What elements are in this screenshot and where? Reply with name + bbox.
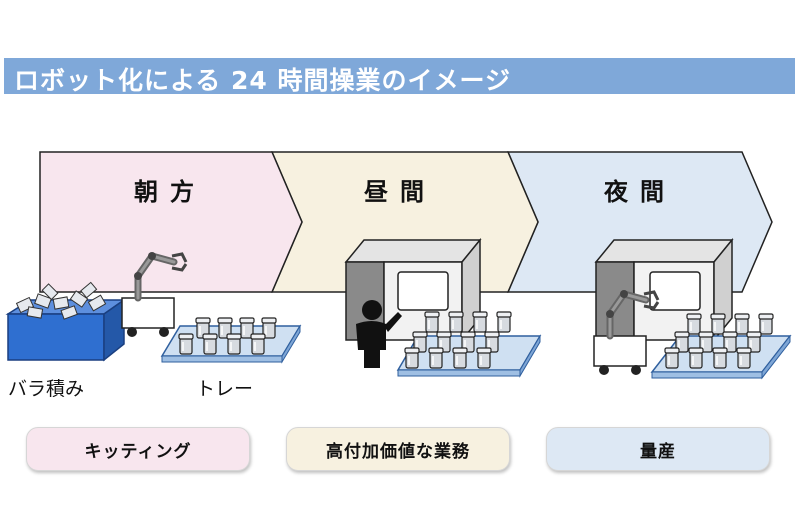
title-bar: ロボット化による 24 時間操業のイメージ	[4, 58, 795, 95]
tray-day	[396, 311, 542, 378]
page-title: ロボット化による 24 時間操業のイメージ	[14, 66, 511, 95]
tray-night	[650, 313, 792, 380]
phase-arrow-morning	[39, 151, 303, 293]
task-mass-production-label: 量産	[640, 441, 676, 462]
tray-morning	[160, 317, 302, 364]
worker-figure	[356, 300, 402, 368]
bulk-label: バラ積み	[8, 378, 85, 400]
task-kitting: キッティング	[26, 427, 250, 471]
bulk-bin	[5, 281, 127, 362]
task-kitting-label: キッティング	[84, 441, 192, 462]
task-high-value-label: 高付加価値な業務	[326, 441, 470, 462]
phase-label-night: 夜間	[604, 178, 676, 206]
task-high-value: 高付加価値な業務	[286, 427, 510, 471]
tray-label: トレー	[196, 378, 254, 400]
phase-label-morning: 朝方	[134, 178, 206, 206]
task-mass-production: 量産	[546, 427, 770, 471]
phase-label-day: 昼間	[364, 178, 436, 206]
